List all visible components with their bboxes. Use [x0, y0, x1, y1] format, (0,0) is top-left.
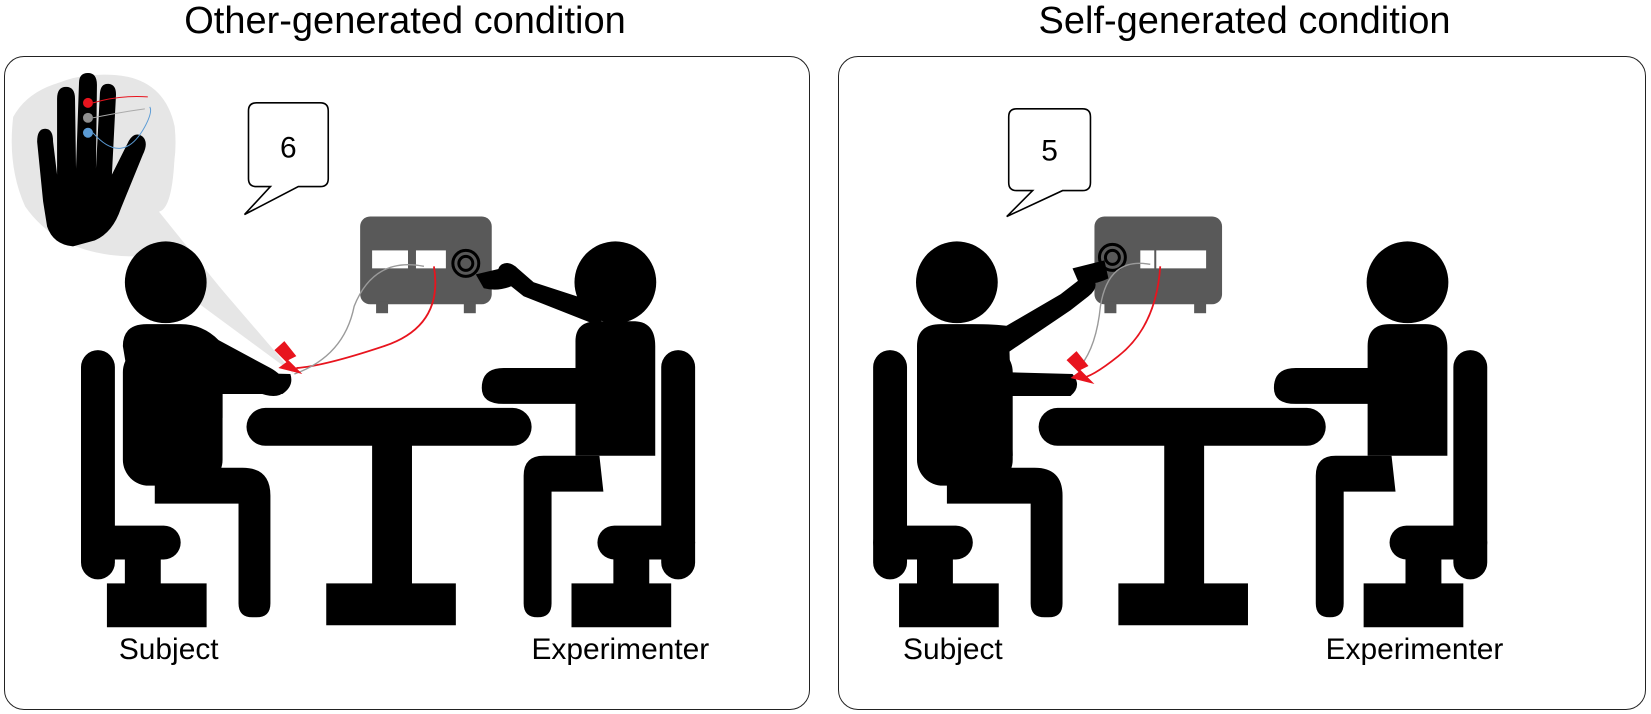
subject-figure: [122, 241, 292, 618]
other-generated-panel: 6: [4, 56, 810, 710]
shock-icon: [1066, 351, 1095, 384]
experimenter-chair: [571, 350, 696, 628]
hand-icon: [37, 72, 152, 247]
other-generated-scene: 6: [11, 72, 709, 666]
rating-value: 6: [280, 132, 297, 165]
subject-chair: [81, 350, 207, 628]
grey-wire: [294, 264, 425, 375]
right-panel-title: Self-generated condition: [1038, 0, 1451, 42]
red-wire: [1078, 266, 1162, 380]
press-button-icon: [451, 248, 481, 278]
experimenter-label: Experimenter: [531, 633, 709, 666]
rating-value: 5: [1041, 135, 1058, 168]
electrode-red-icon: [82, 97, 93, 108]
red-wire: [296, 266, 437, 369]
experimenter-figure: [1273, 241, 1449, 618]
experimenter-figure: [475, 241, 657, 618]
stimulator-device: [1094, 216, 1223, 314]
speech-bubble: 5: [1006, 108, 1092, 218]
press-button-icon: [1097, 242, 1127, 272]
electrode-grey-icon: [82, 112, 93, 123]
experimenter-chair: [1363, 350, 1488, 628]
table: [1038, 407, 1326, 626]
experimenter-label: Experimenter: [1326, 633, 1504, 666]
shock-icon: [274, 341, 303, 375]
subject-figure: [916, 241, 1109, 618]
grey-wire: [1079, 262, 1151, 367]
subject-chair: [873, 350, 999, 628]
subject-label: Subject: [903, 633, 1003, 666]
stimulator-device: [360, 216, 492, 314]
table: [246, 407, 532, 626]
speech-bubble: 6: [243, 102, 330, 216]
self-generated-scene: 5: [873, 108, 1504, 666]
subject-label: Subject: [119, 633, 219, 666]
self-generated-panel: 5: [838, 56, 1646, 710]
left-panel-title: Other-generated condition: [184, 0, 626, 42]
electrode-blue-icon: [82, 127, 93, 138]
